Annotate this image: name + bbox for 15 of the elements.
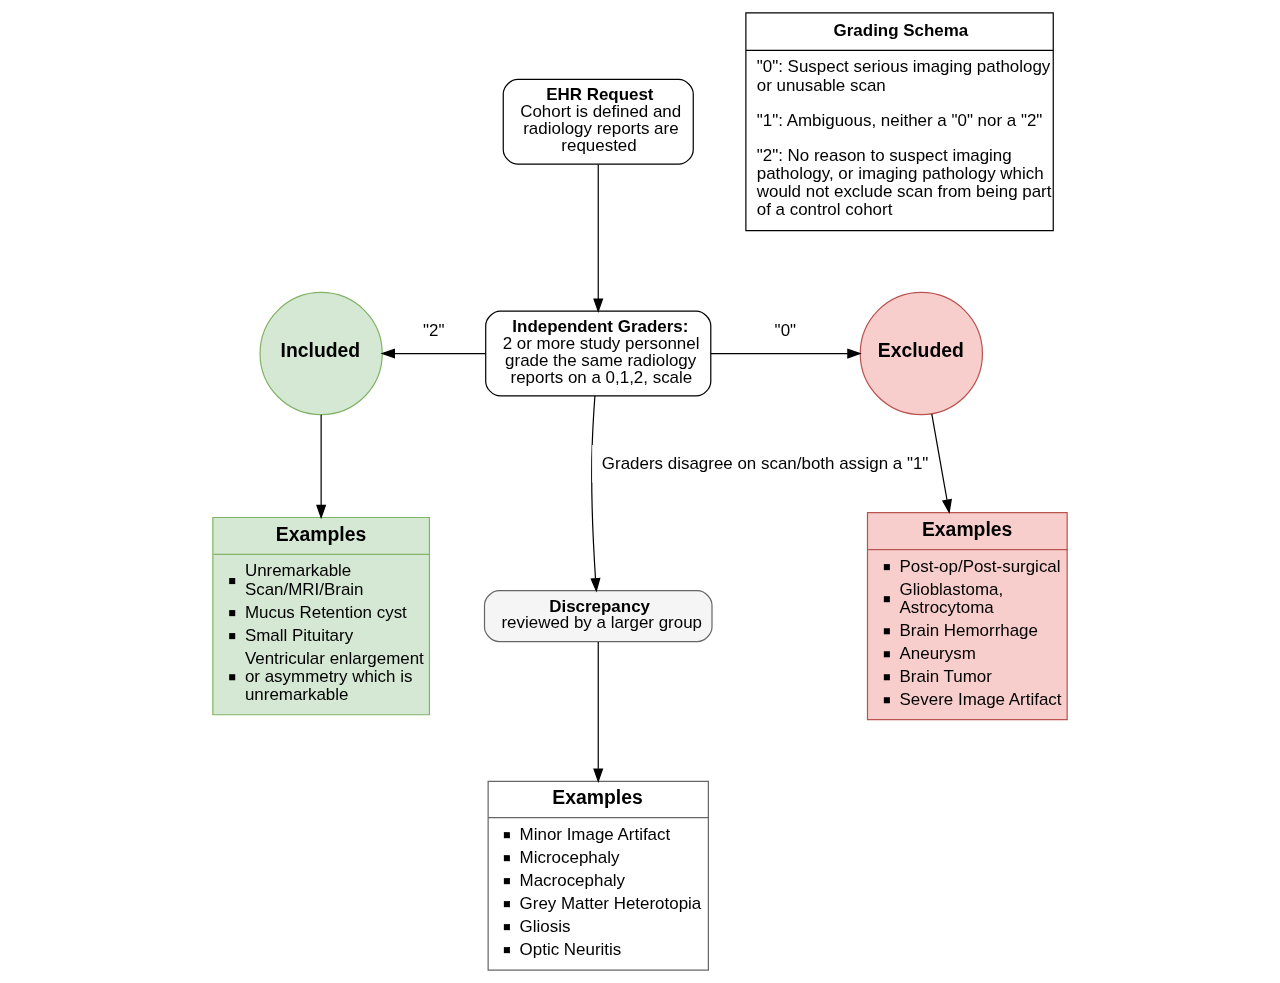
arrow <box>380 348 486 359</box>
node-box: EHR Request Cohort is defined and radiology reports are requested <box>502 78 694 165</box>
edge-label: Graders disagree on scan/both assign a "1" <box>601 453 929 473</box>
arrow <box>931 413 952 514</box>
arrow <box>710 348 862 359</box>
node-circle: Excluded <box>859 291 984 416</box>
arrow <box>316 414 327 520</box>
arrow <box>593 641 604 784</box>
node-box: Independent Graders: 2 or more study personnel grade the same radiology reports on a 0,1,2, scale <box>485 310 712 397</box>
arrow <box>590 395 601 593</box>
node-box: Discrepancy reviewed by a larger group <box>483 590 713 643</box>
arrow <box>593 163 604 313</box>
node-circle: Included <box>259 291 383 416</box>
edge-label: "2" <box>423 321 445 341</box>
edge-label: "0" <box>774 321 797 341</box>
